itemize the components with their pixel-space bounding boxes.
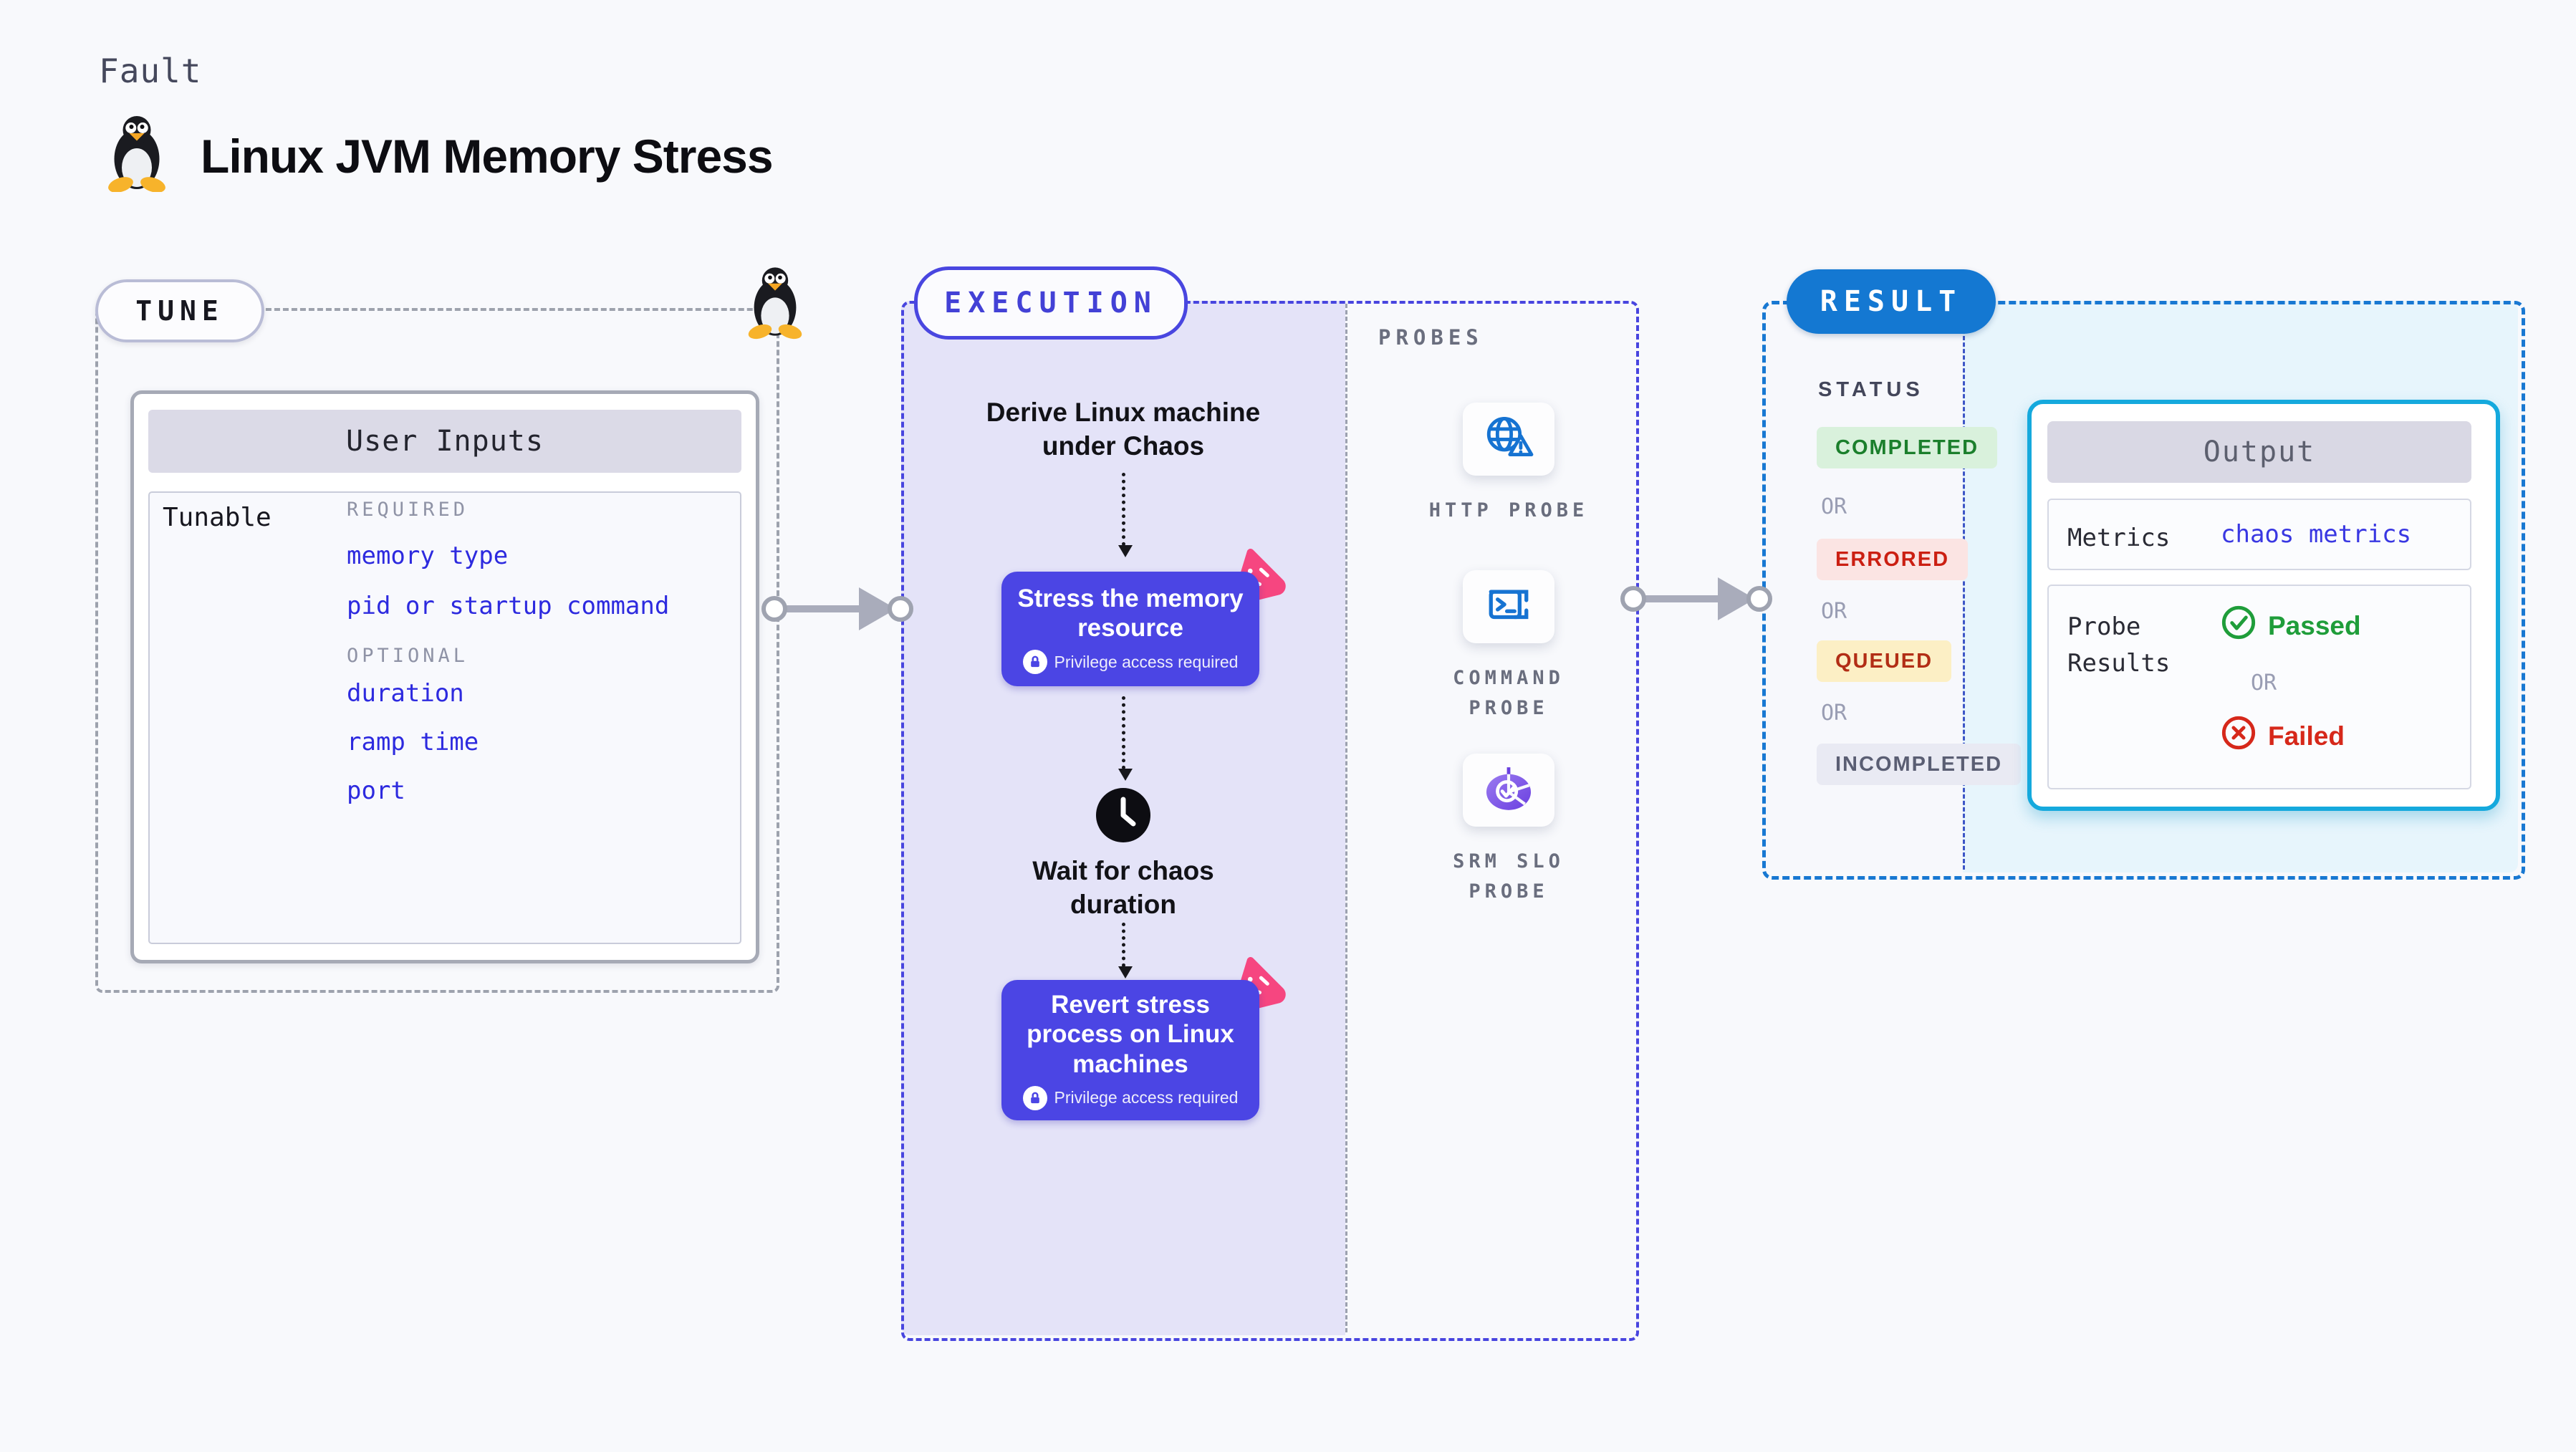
fault-kicker: Fault [99, 52, 202, 90]
result-badge: RESULT [1787, 269, 1996, 334]
status-output-divider [1963, 304, 1965, 870]
user-inputs-body [148, 491, 741, 944]
input-link-port[interactable]: port [347, 777, 405, 805]
execution-section-box [901, 301, 1639, 1341]
user-inputs-card: User Inputs Tunable REQUIRED memory type… [130, 390, 759, 963]
http-probe-card [1463, 403, 1554, 476]
status-chip-completed: COMPLETED [1817, 427, 1998, 468]
tunable-row-label: Tunable [163, 503, 271, 532]
chaos-metrics-link[interactable]: chaos metrics [2221, 520, 2412, 549]
status-chip-queued: QUEUED [1817, 640, 1952, 682]
optional-caption: OPTIONAL [347, 645, 469, 667]
metrics-label: Metrics [2067, 524, 2171, 552]
x-circle-icon [2221, 715, 2257, 757]
input-link-ramp-time[interactable]: ramp time [347, 728, 479, 756]
output-title: Output [2047, 421, 2471, 483]
probe-results-row: Probe Results Passed OR [2047, 585, 2471, 789]
wait-clock-icon [1095, 787, 1152, 844]
privilege-row: Privilege access required [1022, 1085, 1239, 1110]
step-title: Stress the memory resource [1017, 584, 1244, 642]
or-separator: OR [1821, 599, 1847, 624]
flow-arrow-down [1118, 923, 1133, 979]
failed-label: Failed [2268, 721, 2345, 751]
step-title: Revert stress process on Linux machines [1027, 991, 1234, 1078]
linux-tux-icon [105, 113, 169, 193]
execution-probes-divider [1345, 304, 1347, 1332]
srm-slo-probe-card [1463, 754, 1554, 827]
input-link-duration[interactable]: duration [347, 679, 464, 708]
tune-section-box [95, 308, 779, 993]
status-heading: STATUS [1818, 378, 1924, 401]
lock-icon [1022, 1085, 1047, 1110]
arrow-endpoint [1620, 586, 1646, 612]
user-inputs-title: User Inputs [148, 410, 741, 473]
command-probe-card [1463, 570, 1554, 643]
linux-tux-icon [745, 264, 805, 340]
arrow-line [773, 605, 865, 612]
probe-name: HTTP PROBE [1428, 499, 1589, 521]
stress-memory-step-node[interactable]: Stress the memory resource Privilege acc… [1001, 572, 1259, 686]
page-title: Linux JVM Memory Stress [201, 130, 774, 183]
input-link-pid-or-startup-command[interactable]: pid or startup command [347, 592, 670, 620]
flow-arrow-down [1118, 473, 1133, 557]
status-chip-errored: ERRORED [1817, 539, 1969, 580]
tune-badge: TUNE [95, 279, 264, 342]
probes-section-label: PROBES [1378, 325, 1484, 350]
privilege-note: Privilege access required [1054, 1088, 1239, 1107]
revert-stress-step-node[interactable]: Revert stress process on Linux machines … [1001, 980, 1259, 1120]
required-caption: REQUIRED [347, 499, 469, 521]
arrow-line [1632, 595, 1724, 602]
globe-alert-icon [1481, 413, 1536, 466]
lock-icon [1022, 650, 1047, 675]
passed-label: Passed [2268, 610, 2361, 640]
or-separator: OR [2251, 670, 2277, 696]
output-card: Output Metrics chaos metrics Probe Resul… [2027, 400, 2500, 811]
probe-name: SRM SLO PROBE [1453, 850, 1565, 903]
tune-to-execution-arrow [761, 585, 913, 633]
arrow-endpoint [1746, 586, 1772, 612]
privilege-row: Privilege access required [1022, 650, 1239, 675]
probe-name: COMMAND PROBE [1453, 667, 1565, 719]
metrics-row: Metrics chaos metrics [2047, 499, 2471, 570]
execution-to-result-arrow [1620, 574, 1772, 623]
arrow-endpoint [761, 596, 787, 622]
probe-results-label: Probe Results [2067, 612, 2171, 678]
check-circle-icon [2221, 605, 2257, 647]
flow-arrow-down [1118, 696, 1133, 781]
execution-badge: EXECUTION [914, 266, 1188, 340]
derive-step-label: Derive Linux machine under Chaos [986, 398, 1261, 461]
input-link-memory-type[interactable]: memory type [347, 542, 509, 570]
status-chip-incompleted: INCOMPLETED [1817, 744, 2022, 785]
slo-gauge-icon [1482, 764, 1535, 817]
or-separator: OR [1821, 701, 1847, 726]
or-separator: OR [1821, 494, 1847, 519]
failed-verdict: Failed [2221, 715, 2345, 757]
privilege-note: Privilege access required [1054, 652, 1239, 671]
arrow-endpoint [888, 596, 913, 622]
wait-step-label: Wait for chaos duration [1032, 856, 1214, 920]
passed-verdict: Passed [2221, 605, 2361, 647]
terminal-icon [1482, 582, 1535, 633]
